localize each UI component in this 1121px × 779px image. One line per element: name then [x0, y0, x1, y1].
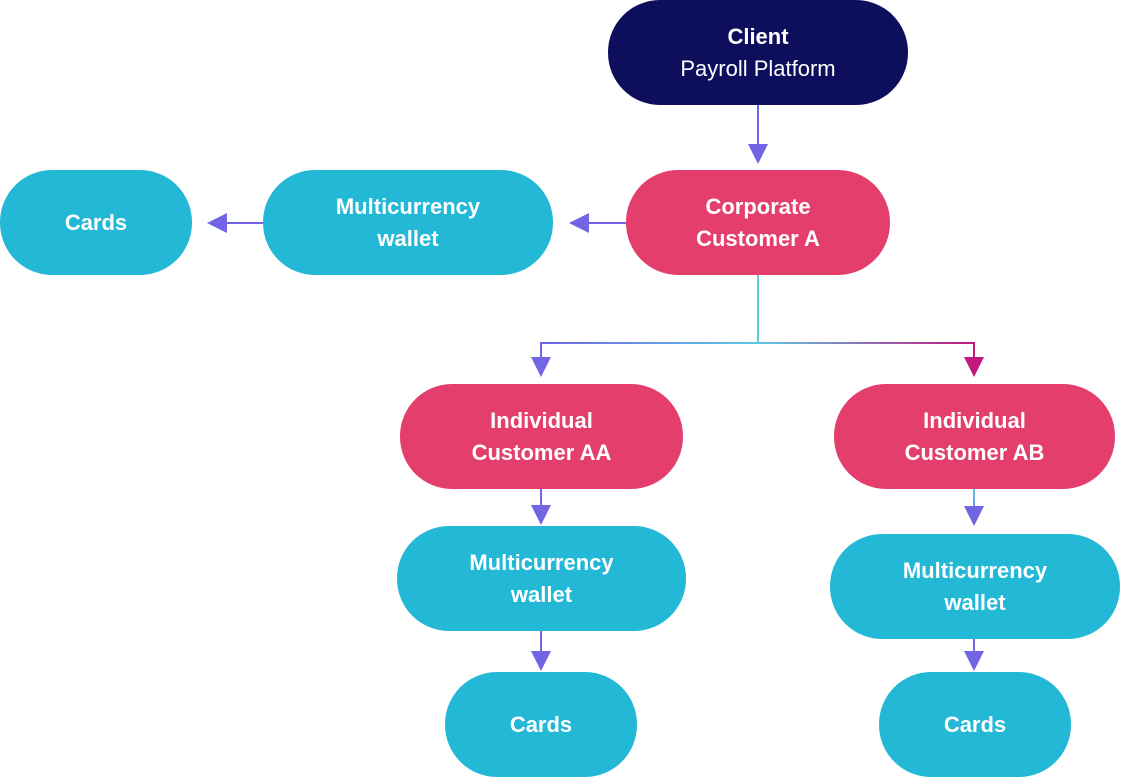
- client-title: Client: [727, 23, 789, 49]
- cards-ab-node: Cards: [879, 672, 1071, 777]
- corporate-customer-node: Corporate Customer A: [626, 170, 890, 275]
- individual-ab-line2: Customer AB: [904, 439, 1045, 465]
- wallet-aa-line1: Multicurrency: [469, 549, 614, 575]
- individual-customer-ab-node: Individual Customer AB: [834, 384, 1115, 489]
- corporate-cards-node: Cards: [0, 170, 192, 275]
- wallet-aa-node: Multicurrency wallet: [397, 526, 686, 631]
- wallet-ab-node: Multicurrency wallet: [830, 534, 1120, 639]
- corporate-wallet-line1: Multicurrency: [335, 193, 481, 219]
- client-node: Client Payroll Platform: [608, 0, 908, 105]
- corporate-cards-label: Cards: [64, 209, 128, 235]
- individual-customer-aa-node: Individual Customer AA: [400, 384, 683, 489]
- client-subtitle: Payroll Platform: [680, 55, 836, 81]
- individual-aa-line1: Individual: [490, 407, 593, 433]
- corporate-customer-line1: Corporate: [705, 193, 811, 219]
- wallet-ab-line1: Multicurrency: [902, 557, 1048, 583]
- corporate-customer-line2: Customer A: [696, 225, 820, 251]
- individual-ab-line1: Individual: [923, 407, 1026, 433]
- corporate-wallet-node: Multicurrency wallet: [263, 170, 553, 275]
- individual-aa-line2: Customer AA: [471, 439, 612, 465]
- wallet-ab-line2: wallet: [944, 589, 1006, 615]
- connector-branch: [540, 342, 975, 362]
- cards-aa-node: Cards: [445, 672, 637, 777]
- corporate-wallet-line2: wallet: [377, 225, 439, 251]
- wallet-aa-line2: wallet: [510, 581, 573, 607]
- cards-aa-label: Cards: [509, 711, 573, 737]
- cards-ab-label: Cards: [943, 711, 1007, 737]
